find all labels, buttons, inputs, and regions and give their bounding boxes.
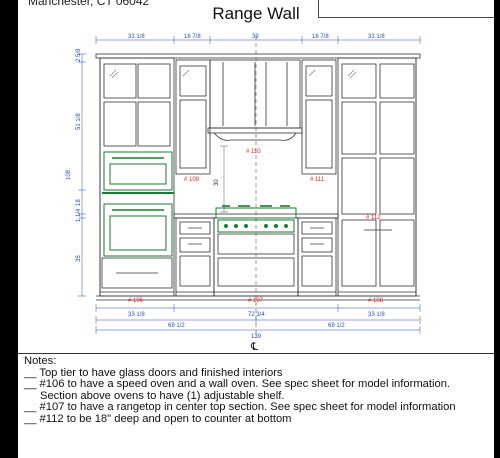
note-line-3: Section above ovens to have (1) adjustab… [40,389,285,402]
dim-bottom-4: 69 1/2 [168,323,185,329]
dim-top-3: 39 [252,34,259,40]
tall-cabinet-106 [99,57,175,297]
notes-divider [18,353,494,354]
dim-left-6: 35 [76,255,82,262]
dim-top-1: 33 1/8 [128,34,145,40]
notes-heading: Notes: [24,355,57,367]
note-line-2: __ #106 to have a speed oven and a wall … [24,378,451,391]
notes-section: Notes: __ Top tier to have glass doors a… [24,355,456,426]
dim-top-4: 16 7/8 [312,34,329,40]
dim-left-4: 18 [76,199,82,206]
tag-110: # 110 [246,149,261,155]
dim-overall: 139 [251,334,262,340]
dim-top-5: 33 1/8 [368,34,385,40]
tag-112: # 112 [366,215,381,221]
page-title: Range Wall [212,4,300,23]
speed-oven [103,151,173,191]
dim-hood-height: 30 [214,179,220,186]
project-location: Manchester, CT 06042 [28,0,150,8]
note-line-5: __ #112 to be 18" deep and open to count… [24,412,292,425]
dim-top-2: 16 7/8 [184,34,201,40]
tag-106: # 106 [128,298,144,304]
dim-left-5: 1 1/4 [76,208,82,222]
tall-cabinet-108 [337,57,417,297]
title-block-box [318,0,494,18]
upper-cabinet-109 [175,59,211,175]
dim-left-2: 51 1/8 [76,113,82,130]
drawing-sheet: Manchester, CT 06042 Range Wall [18,0,494,458]
base-cabinet-right [297,217,337,297]
dim-bottom-3: 33 1/8 [368,312,385,318]
upper-cabinet-111 [301,59,337,175]
wall-oven [103,203,173,257]
centerline-symbol: ℄ [250,340,258,353]
tag-108: # 108 [368,298,384,304]
dim-bottom-2: 72 3/4 [248,312,265,318]
dim-bottom-1: 33 1/8 [128,312,145,318]
tag-109: # 109 [184,177,200,183]
dim-left-1: 2 5/8 [76,48,82,62]
dim-bottom-5: 69 1/2 [328,323,345,329]
tag-107: # 107 [248,298,264,304]
elevation-drawing: 33 1/8 16 7/8 39 16 7/8 33 1/8 2 5/8 51 … [66,34,421,353]
note-line-4: __ #107 to have a rangetop in center top… [24,401,456,414]
dim-left-3: 108 [66,169,72,180]
tag-111: # 111 [310,177,325,183]
base-cabinet-left [175,217,215,297]
note-line-1: __ Top tier to have glass doors and fini… [24,366,283,379]
